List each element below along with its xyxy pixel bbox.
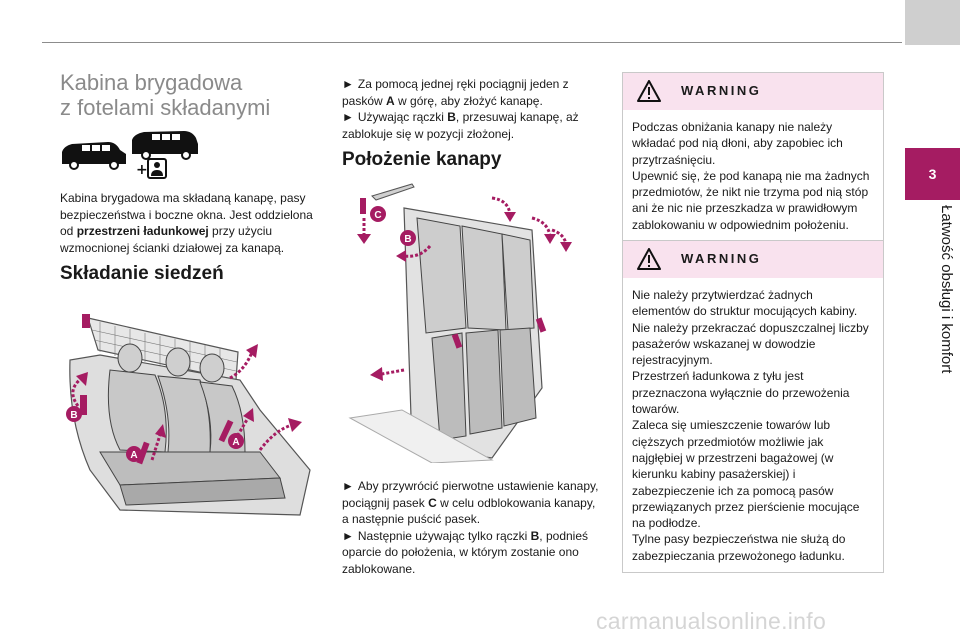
intro-text-2: przy użyciu wzmocnionej ścianki działowe… — [60, 224, 285, 255]
warning-label: WARNING — [681, 83, 762, 98]
step-1-bold: A — [386, 93, 395, 108]
step-4: ►Następnie używając tylko rączki B, podn… — [342, 528, 604, 578]
step-3-text-b: w celu odblokowania kanapy, a następnie … — [342, 495, 596, 527]
warning2-paragraph-5: Tylne pasy bezpieczeństwa nie służą do z… — [632, 532, 846, 563]
warning-header: WARNING — [623, 73, 883, 110]
section-title-position: Położenie kanapy — [342, 149, 502, 170]
step-3: ►Aby przywrócić pierwotne ustawienie kan… — [342, 478, 604, 528]
arrow-handle-b-icon — [71, 372, 88, 407]
warning-triangle-icon — [637, 80, 661, 102]
van-variants-icon: + — [62, 131, 198, 179]
van-long-icon — [132, 131, 198, 160]
page-title-line-2: z fotelami składanymi — [60, 95, 271, 120]
folding-seats-illustration: B A A — [66, 314, 311, 516]
chapter-number-badge: 3 — [905, 148, 960, 200]
warning-box-2: WARNING Nie należy przytwierdzać żadnych… — [622, 240, 884, 574]
arrow-pull-a2-icon — [233, 408, 254, 441]
step-2-text-b: , przesuwaj kanapę, aż zablokuje się w p… — [342, 110, 579, 141]
warning-body: Podczas obniżania kanapy nie należy wkła… — [623, 110, 883, 241]
bullet-icon: ► — [342, 528, 354, 543]
chapter-title-vertical: Łatwość obsługi i komfort — [938, 205, 955, 374]
arrow-pull-a1-icon — [150, 424, 166, 461]
intro-bold-term: przestrzeni ładunkowej — [76, 224, 209, 238]
warning1-paragraph-2: Upewnić się, że pod kanapą nie ma żadnyc… — [632, 168, 870, 232]
warning2-paragraph-1: Nie należy przytwierdzać żadnych element… — [632, 288, 858, 319]
watermark: carmanualsonline.info — [596, 608, 827, 634]
figure1-label-a1: A — [130, 450, 137, 461]
warning2-paragraph-3: Przestrzeń ładunkowa z tyłu jest przezna… — [632, 369, 850, 417]
page-title: Kabina brygadowa z fotelami składanymi — [60, 70, 300, 120]
warning2-paragraph-2: Nie należy przekraczać dopuszczalnej lic… — [632, 320, 869, 368]
page-title-line-1: Kabina brygadowa — [60, 70, 243, 95]
step-3-text-a: Aby przywrócić pierwotne ustawienie kana… — [342, 479, 599, 510]
arrow-handle-b2-icon — [396, 245, 432, 262]
step-3-bold: C — [428, 495, 437, 510]
figure1-label-a2: A — [232, 437, 239, 448]
figure2-label-b: B — [404, 234, 411, 245]
arrow-fold-2-icon — [258, 418, 302, 451]
side-tab-top-bar — [905, 0, 960, 45]
arrow-left-icon — [370, 367, 405, 381]
step-4-bold: B — [530, 528, 540, 543]
step-2-text-a: Używając rączki — [357, 110, 448, 124]
section-title-folding: Składanie siedzeń — [60, 263, 224, 284]
van-short-icon — [62, 142, 126, 170]
bullet-icon: ► — [342, 77, 354, 91]
step-1-text-b: w górę, aby złożyć kanapę. — [394, 93, 543, 108]
figure2-label-c: C — [374, 210, 381, 221]
step-2: ►Używając rączki B, przesuwaj kanapę, aż… — [342, 109, 604, 142]
step-1-text-a: Za pomocą jednej ręki pociągnij jeden z … — [342, 77, 569, 108]
bullet-icon: ► — [342, 479, 354, 493]
arrow-seat-top-icon — [491, 196, 572, 252]
warning-body: Nie należy przytwierdzać żadnych element… — [623, 278, 883, 572]
column-1: Kabina brygadowa z fotelami składanymi — [60, 70, 320, 120]
figure1-label-b: B — [70, 410, 77, 421]
warning-box-1: WARNING Podczas obniżania kanapy nie nal… — [622, 72, 884, 243]
bullet-icon: ► — [342, 110, 354, 124]
intro-paragraph: Kabina brygadowa ma składaną kanapę, pas… — [60, 190, 320, 256]
step-1: ►Za pomocą jednej ręki pociągnij jeden z… — [342, 76, 604, 109]
arrow-down-c-icon — [357, 218, 371, 244]
bench-position-illustration: C B — [348, 183, 572, 463]
warning-header: WARNING — [623, 241, 883, 278]
chapter-side-tab: 3 Łatwość obsługi i komfort — [905, 0, 960, 640]
intro-text-1: Kabina brygadowa ma składaną kanapę, pas… — [60, 191, 313, 238]
warning2-paragraph-4: Zaleca się umieszczenie towarów lub cięż… — [632, 418, 860, 531]
restore-steps: ►Aby przywrócić pierwotne ustawienie kan… — [342, 478, 604, 577]
step-4-text-b: , podnieś oparcie do położenia, w którym… — [342, 528, 588, 576]
warning-triangle-icon — [637, 248, 661, 270]
arrow-fold-1-icon — [229, 344, 258, 380]
step-2-bold: B — [447, 110, 456, 124]
step-4-text-a: Następnie używając tylko rączki — [357, 528, 531, 543]
svg-text:+: + — [136, 162, 148, 178]
folding-steps: ►Za pomocą jednej ręki pociągnij jeden z… — [342, 76, 604, 142]
plus-passenger-icon: + — [136, 158, 167, 179]
header-divider — [42, 42, 902, 43]
warning1-paragraph-1: Podczas obniżania kanapy nie należy wkła… — [632, 120, 843, 167]
warning-label: WARNING — [681, 251, 762, 266]
